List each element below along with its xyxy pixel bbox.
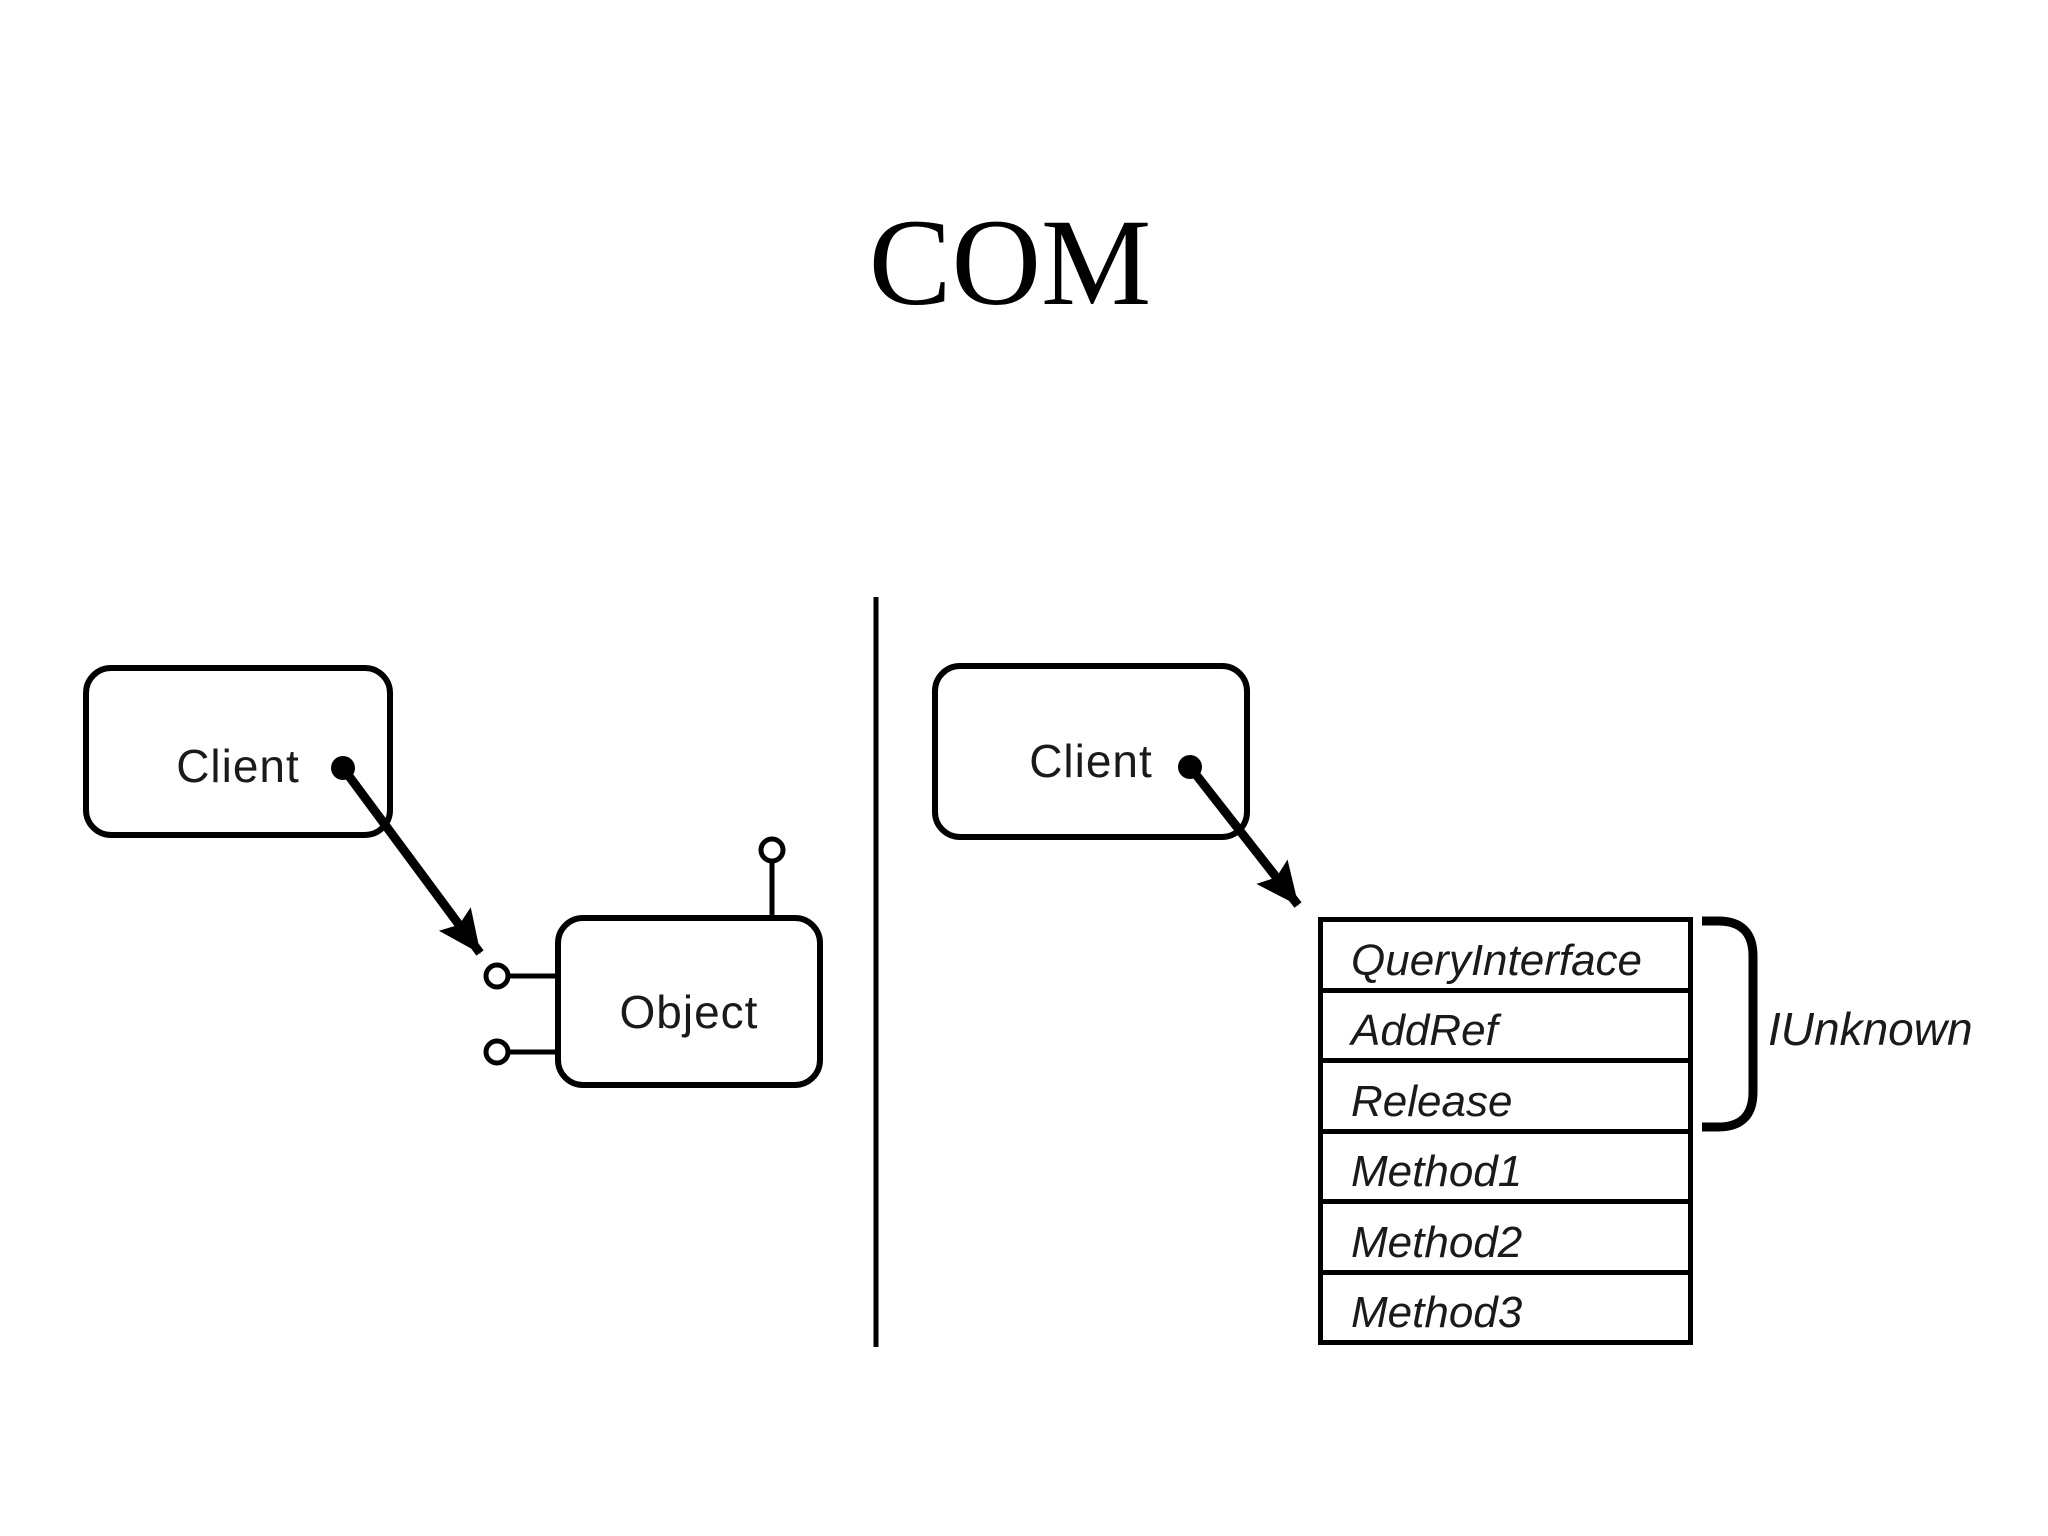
left-client-box: Client (83, 665, 393, 838)
vtable-row-release: Release (1323, 1058, 1688, 1129)
right-client-box: Client (932, 663, 1250, 840)
vtable-row-method2: Method2 (1323, 1199, 1688, 1270)
vtable-cell: Release (1351, 1076, 1513, 1126)
object-label: Object (619, 985, 759, 1038)
vtable-row-addref: AddRef (1323, 987, 1688, 1059)
vtable-cell: AddRef (1351, 1006, 1498, 1055)
vtable-row-queryinterface: QueryInterface (1323, 922, 1688, 988)
vtable-cell: Method1 (1351, 1147, 1523, 1196)
right-client-label: Client (1029, 734, 1153, 787)
vtable-cell: Method2 (1351, 1217, 1523, 1267)
iunknown-bracket-icon (1702, 916, 1758, 1132)
vtable-cell: QueryInterface (1351, 935, 1643, 985)
vtable-row-method3: Method3 (1323, 1269, 1688, 1341)
vtable: QueryInterface AddRef Release Method1 Me… (1318, 917, 1693, 1345)
page-title: COM (868, 194, 1152, 331)
left-client-label: Client (176, 739, 300, 792)
iunknown-label: IUnknown (1768, 1003, 1973, 1055)
vtable-cell: Method3 (1351, 1288, 1523, 1337)
object-left-interface-lollipop-icon-1 (483, 962, 511, 990)
object-box: Object (555, 915, 823, 1088)
object-left-interface-lollipop-icon-2 (483, 1038, 511, 1066)
object-top-interface-lollipop-icon (758, 836, 786, 864)
vtable-row-method1: Method1 (1323, 1128, 1688, 1200)
